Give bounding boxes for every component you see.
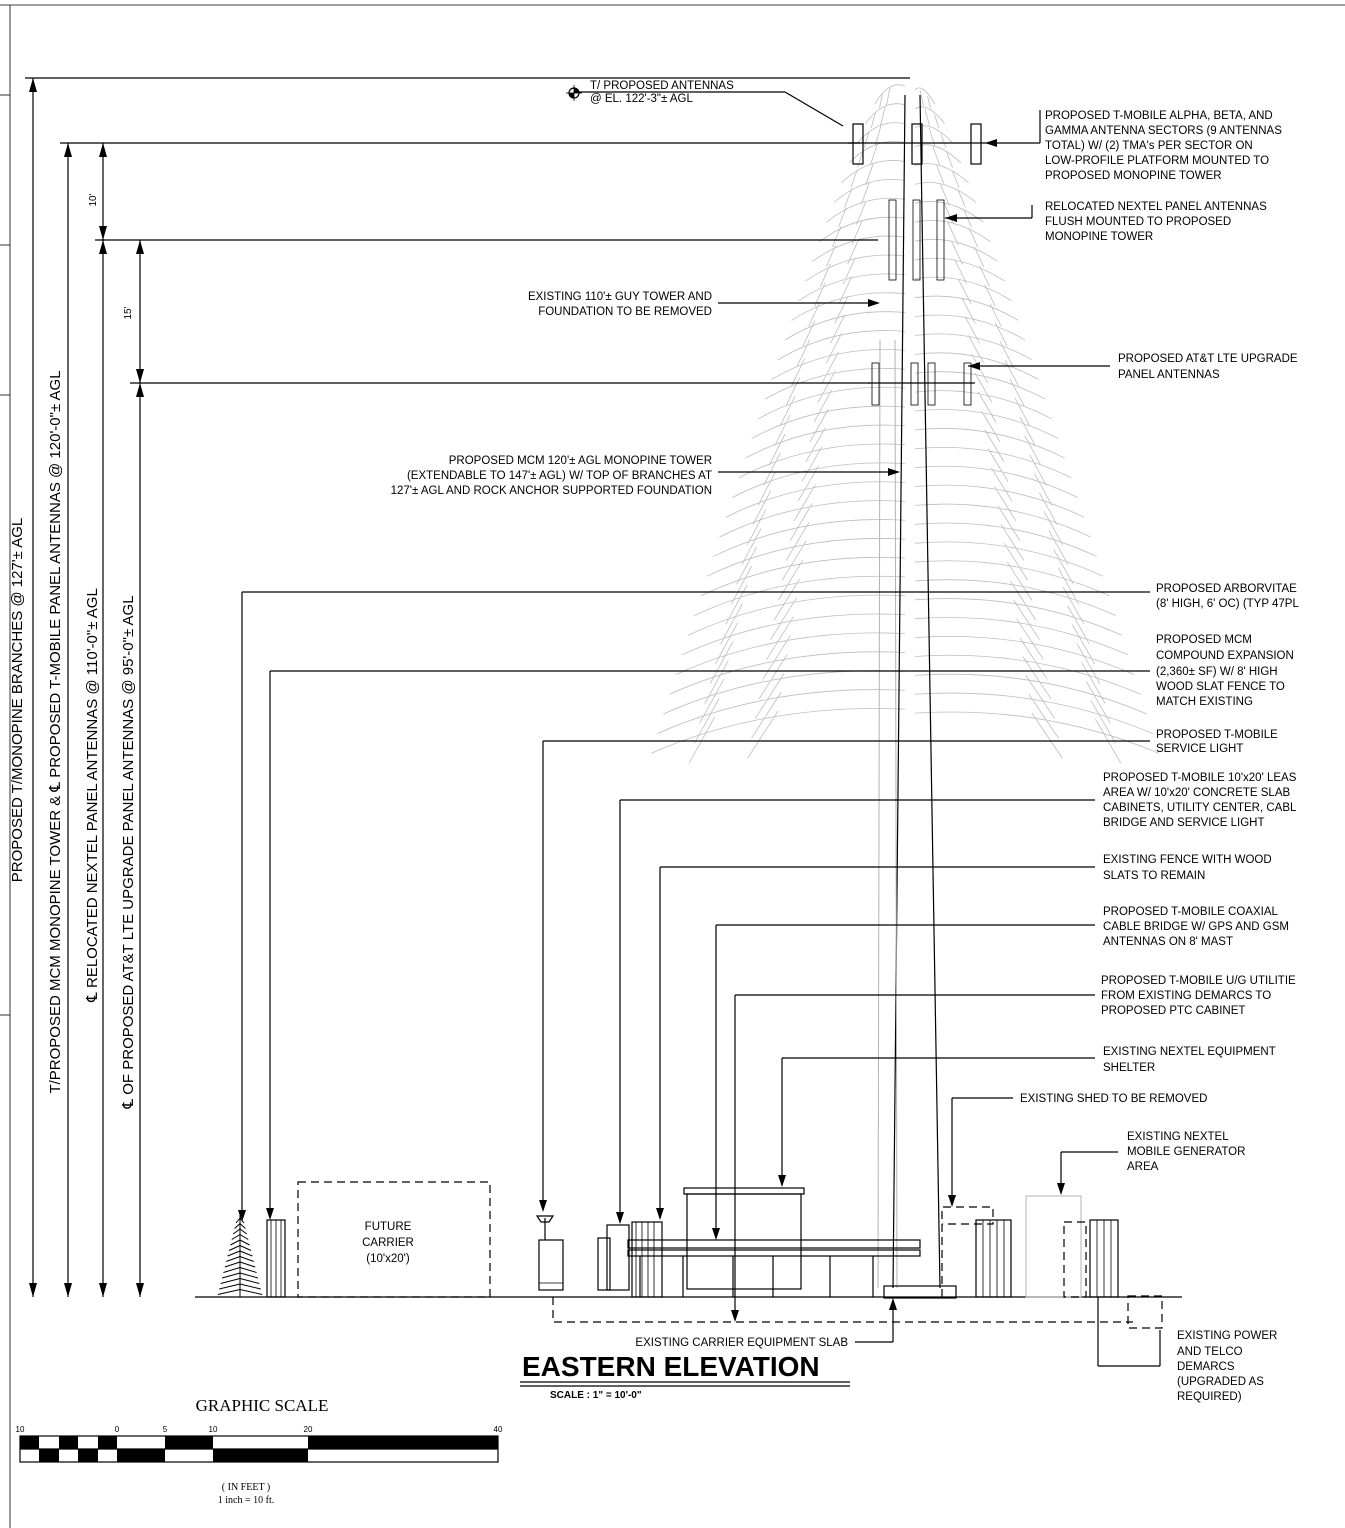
callout-coax-3: ANTENNAS ON 8' MAST <box>1103 936 1233 948</box>
callout-nextel-relocated: RELOCATED NEXTEL PANEL ANTENNAS FLUSH MO… <box>1045 201 1267 243</box>
callout-monopine-2: (EXTENDABLE TO 147'± AGL) W/ TOP OF BRAN… <box>407 470 712 482</box>
callout-top-antennas-2: @ EL. 122'-3"± AGL <box>590 93 694 105</box>
coax-cable-bridge <box>627 1239 921 1297</box>
callout-generator-3: AREA <box>1127 1161 1159 1173</box>
dim-10ft: 10' <box>88 193 99 206</box>
callout-tmobile-sectors-2: GAMMA ANTENNA SECTORS (9 ANTENNAS <box>1045 125 1282 137</box>
underground-utilities <box>552 1297 1133 1323</box>
scale-tick-2: 5 <box>163 1425 168 1434</box>
monopine-branches <box>650 84 1160 764</box>
callout-service-light-2: SERVICE LIGHT <box>1156 743 1243 755</box>
callout-arborvitae-1: PROPOSED ARBORVITAE <box>1156 583 1297 595</box>
callout-utilities-1: PROPOSED T-MOBILE U/G UTILITIE <box>1101 975 1296 987</box>
callout-utilities-3: PROPOSED PTC CABINET <box>1101 1005 1245 1017</box>
compound-fence-right <box>975 1219 1119 1298</box>
callout-carrier-slab: EXISTING CARRIER EQUIPMENT SLAB <box>635 1337 848 1349</box>
tmobile-antenna-sectors <box>848 123 990 165</box>
future-carrier-line1: FUTURE <box>365 1221 412 1233</box>
graphic-scale-bar <box>19 1435 499 1463</box>
service-light <box>535 1215 564 1291</box>
callout-lease-2: AREA W/ 10'x20' CONCRETE SLAB <box>1103 787 1291 799</box>
mobile-generator-area <box>1025 1195 1082 1298</box>
callout-compound: PROPOSED MCM COMPOUND EXPANSION (2,360± … <box>1156 634 1294 708</box>
callout-generator-1: EXISTING NEXTEL <box>1127 1131 1229 1143</box>
scale-tick-3: 10 <box>209 1425 218 1434</box>
callout-guy-tower-2: FOUNDATION TO BE REMOVED <box>538 306 712 318</box>
callout-generator-2: MOBILE GENERATOR <box>1127 1146 1245 1158</box>
callout-compound-4: WOOD SLAT FENCE TO <box>1156 681 1285 693</box>
dimension-lines <box>25 77 910 1297</box>
callout-demarcs-4: (UPGRADED AS <box>1177 1376 1264 1388</box>
callout-shelter-2: SHELTER <box>1103 1062 1155 1074</box>
callout-coax-1: PROPOSED T-MOBILE COAXIAL <box>1103 906 1278 918</box>
callout-nextel-3: MONOPINE TOWER <box>1045 231 1153 243</box>
future-carrier-line3: (10'x20') <box>366 1253 410 1265</box>
scale-tick-5: 40 <box>494 1425 503 1434</box>
callout-tmobile-sectors-4: LOW-PROFILE PLATFORM MOUNTED TO <box>1045 155 1269 167</box>
graphic-scale-ratio: 1 inch = 10 ft. <box>218 1495 274 1506</box>
callout-guy-tower-1: EXISTING 110'± GUY TOWER AND <box>528 291 712 303</box>
scale-tick-1: 0 <box>115 1425 120 1434</box>
future-carrier-line2: CARRIER <box>362 1237 414 1249</box>
callout-att-2: PANEL ANTENNAS <box>1118 369 1220 381</box>
graphic-scale-title: GRAPHIC SCALE <box>196 1396 329 1415</box>
callout-tmobile-sectors-3: TOTAL) W/ (2) TMA's PER SECTOR ON <box>1045 140 1253 152</box>
compound-fence-left <box>266 1219 286 1298</box>
callout-tmobile-sectors-5: PROPOSED MONOPINE TOWER <box>1045 170 1222 182</box>
callout-demarcs: EXISTING POWER AND TELCO DEMARCS (UPGRAD… <box>1177 1330 1277 1403</box>
tmobile-cabinets <box>597 1221 663 1298</box>
graphic-scale-ticks: 10 0 5 10 20 40 <box>16 1425 503 1434</box>
label-monopine-branches: PROPOSED T/MONOPINE BRANCHES @ 127'± AGL <box>9 518 26 882</box>
callout-fence-1: EXISTING FENCE WITH WOOD <box>1103 854 1272 866</box>
dim-15ft: 15' <box>123 306 134 319</box>
callout-tmobile-sectors-1: PROPOSED T-MOBILE ALPHA, BETA, AND <box>1045 110 1273 122</box>
callout-nextel-1: RELOCATED NEXTEL PANEL ANTENNAS <box>1045 201 1267 213</box>
callout-compound-5: MATCH EXISTING <box>1156 696 1253 708</box>
callout-utilities: PROPOSED T-MOBILE U/G UTILITIE FROM EXIS… <box>1101 975 1296 1017</box>
callout-monopine-3: 127'± AGL AND ROCK ANCHOR SUPPORTED FOUN… <box>391 485 712 497</box>
callout-coax-bridge: PROPOSED T-MOBILE COAXIAL CABLE BRIDGE W… <box>1103 906 1289 948</box>
label-tower-top: T/PROPOSED MCM MONOPINE TOWER & ℄ PROPOS… <box>47 370 64 1093</box>
callout-lease-1: PROPOSED T-MOBILE 10'x20' LEAS <box>1103 772 1297 784</box>
callout-utilities-2: FROM EXISTING DEMARCS TO <box>1101 990 1271 1002</box>
callout-demarcs-5: REQUIRED) <box>1177 1391 1242 1403</box>
label-nextel-antennas: ℄ RELOCATED NEXTEL PANEL ANTENNAS @ 110'… <box>84 588 101 1003</box>
future-carrier-area <box>297 1181 491 1298</box>
callout-compound-2: COMPOUND EXPANSION <box>1156 650 1294 662</box>
graphic-scale-unit: ( IN FEET ) <box>222 1482 270 1493</box>
att-lte-antennas <box>868 362 975 406</box>
arborvitae-tree <box>217 1215 263 1297</box>
callout-service-light-1: PROPOSED T-MOBILE <box>1156 729 1278 741</box>
callout-tmobile-sectors: PROPOSED T-MOBILE ALPHA, BETA, AND GAMMA… <box>1045 110 1282 182</box>
callout-leaders <box>238 85 1161 1367</box>
callout-coax-2: CABLE BRIDGE W/ GPS AND GSM <box>1103 921 1289 933</box>
callout-att-1: PROPOSED AT&T LTE UPGRADE <box>1118 353 1298 365</box>
drawing-scale: SCALE : 1" = 10'-0" <box>550 1390 642 1401</box>
scale-tick-4: 20 <box>304 1425 313 1434</box>
power-telco-demarcs <box>1127 1295 1163 1329</box>
nextel-panel-antennas <box>888 199 945 281</box>
callout-shelter-1: EXISTING NEXTEL EQUIPMENT <box>1103 1046 1276 1058</box>
callout-fence-2: SLATS TO REMAIN <box>1103 870 1205 882</box>
callout-demarcs-3: DEMARCS <box>1177 1361 1235 1373</box>
drawing-title: EASTERN ELEVATION <box>522 1351 820 1382</box>
callout-compound-3: (2,360± SF) W/ 8' HIGH <box>1156 666 1278 678</box>
callout-demarcs-1: EXISTING POWER <box>1177 1330 1277 1342</box>
callout-lease-4: BRIDGE AND SERVICE LIGHT <box>1103 817 1264 829</box>
callout-lease-3: CABINETS, UTILITY CENTER, CABL <box>1103 802 1297 814</box>
callout-shed: EXISTING SHED TO BE REMOVED <box>1020 1093 1207 1105</box>
callout-top-antennas-1: T/ PROPOSED ANTENNAS <box>590 80 734 92</box>
callout-compound-1: PROPOSED MCM <box>1156 634 1252 646</box>
label-att-antennas: ℄ OF PROPOSED AT&T LTE UPGRADE PANEL ANT… <box>120 595 137 1109</box>
callout-demarcs-2: AND TELCO <box>1177 1346 1243 1358</box>
callout-monopine-1: PROPOSED MCM 120'± AGL MONOPINE TOWER <box>449 455 712 467</box>
callout-lease-area: PROPOSED T-MOBILE 10'x20' LEAS AREA W/ 1… <box>1103 772 1297 829</box>
nextel-equipment-shelter <box>683 1187 805 1290</box>
monopine-tower <box>877 94 957 1299</box>
callout-arborvitae-2: (8' HIGH, 6' OC) (TYP 47PL <box>1156 598 1299 610</box>
scale-tick-0: 10 <box>16 1425 25 1434</box>
callout-nextel-2: FLUSH MOUNTED TO PROPOSED <box>1045 216 1231 228</box>
